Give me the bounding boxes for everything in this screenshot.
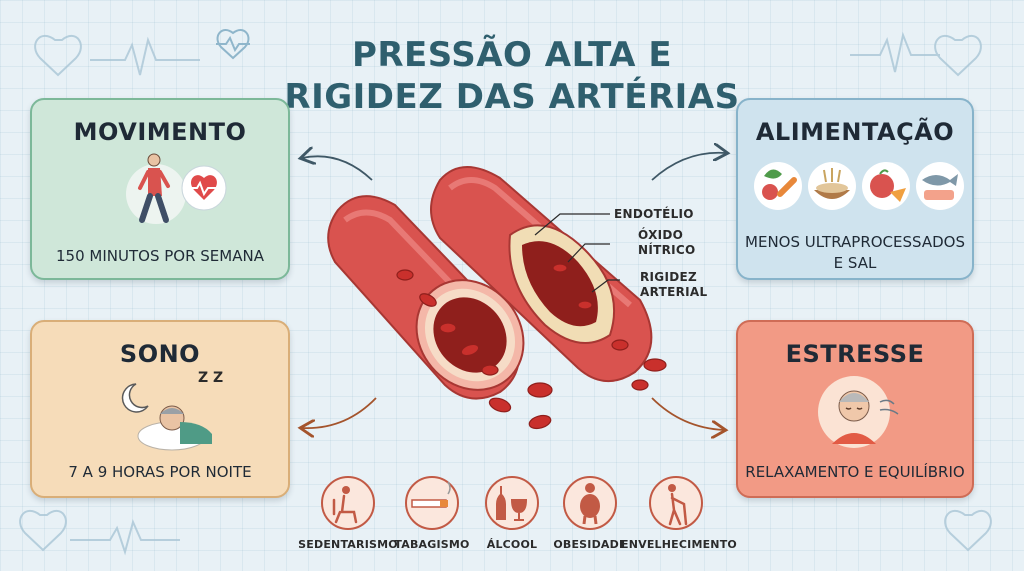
alcohol-icon [485,476,539,530]
title-line-2: RIGIDEZ DAS ARTÉRIAS [284,77,740,117]
label-nitric-oxide-line2: NÍTRICO [638,243,696,257]
card-food: ALIMENTAÇÃO MENOS ULTRAPROCESSADOS E S [736,98,974,280]
card-stress-title: ESTRESSE [785,340,925,368]
cigarette-icon [405,476,459,530]
label-stiffness-line1: RIGIDEZ [640,270,697,284]
card-sleep: SONO Z Z 7 A 9 HORAS POR NOITE [30,320,290,498]
card-movement: MOVIMENTO 150 MINUTOS POR SEMANA [30,98,290,280]
heart-outline-top-right-icon [934,34,982,77]
card-movement-title: MOVIMENTO [73,118,247,146]
card-sleep-title: SONO [119,340,201,368]
fruits-icon [862,162,910,210]
label-nitric-oxide-line1: ÓXIDO [638,228,684,242]
elderly-person-icon [649,476,703,530]
arrow-to-food [651,153,726,181]
calm-person-icon [818,376,899,448]
sleep-zz-icon: Z Z [198,370,224,386]
card-stress: ESTRESSE RELAXAMENTO E EQUILÍBRIO [736,320,974,498]
card-movement-text: 150 MINUTOS POR SEMANA [56,247,264,265]
leader-nitric-oxide [567,243,610,263]
ecg-line-bottom [70,519,180,556]
blood-cells [396,263,667,430]
heart-rate-icon [191,175,217,200]
breath-icon [879,399,899,415]
walking-person-icon [126,153,227,224]
ecg-line-top-left [90,36,200,76]
arrow-to-sleep [302,397,377,428]
risk-label-aging: ENVELHECIMENTO [621,538,737,551]
risk-label-obesity: OBESIDADE [553,538,627,551]
arrow-to-movement [302,156,373,181]
risk-label-sedentary: SEDENTARISMO [298,538,398,551]
label-endothelium: ENDOTÉLIO [614,207,694,221]
label-nitric-oxide: ÓXIDO NÍTRICO [638,228,696,258]
vegetables-icon [754,162,802,210]
ecg-line-top-right [850,31,940,73]
card-food-text: MENOS ULTRAPROCESSADOS E SAL [738,232,972,274]
leader-endothelium [534,213,610,236]
obesity-icon [563,476,617,530]
food-icons [754,162,964,210]
card-stress-text: RELAXAMENTO E EQUILÍBRIO [745,463,965,481]
fish-icon [916,162,964,210]
heart-ecg-icon [216,28,250,60]
sitting-person-icon [321,476,375,530]
label-stiffness-line2: ARTERIAL [640,285,708,299]
grains-icon [808,162,856,210]
label-stiffness: RIGIDEZ ARTERIAL [640,270,707,300]
sleeping-person-icon [121,383,212,451]
risk-label-alcohol: ÁLCOOL [486,538,538,551]
heart-outline-top-left-icon [34,34,82,77]
title-line-1: PRESSÃO ALTA E [351,35,673,75]
risk-label-smoking: TABAGISMO [394,538,470,551]
card-food-text-line1: MENOS ULTRAPROCESSADOS [745,233,965,251]
card-sleep-text: 7 A 9 HORAS POR NOITE [68,463,252,481]
moon-icon [121,383,149,413]
arrow-to-stress [651,397,724,430]
page-title: PRESSÃO ALTA E RIGIDEZ DAS ARTÉRIAS [262,34,762,118]
card-food-title: ALIMENTAÇÃO [755,118,955,146]
card-food-text-line2: E SAL [833,254,877,272]
heart-outline-bottom-left-icon [19,509,67,552]
leader-stiffness [591,279,620,293]
heart-outline-bottom-right-icon [944,509,992,552]
